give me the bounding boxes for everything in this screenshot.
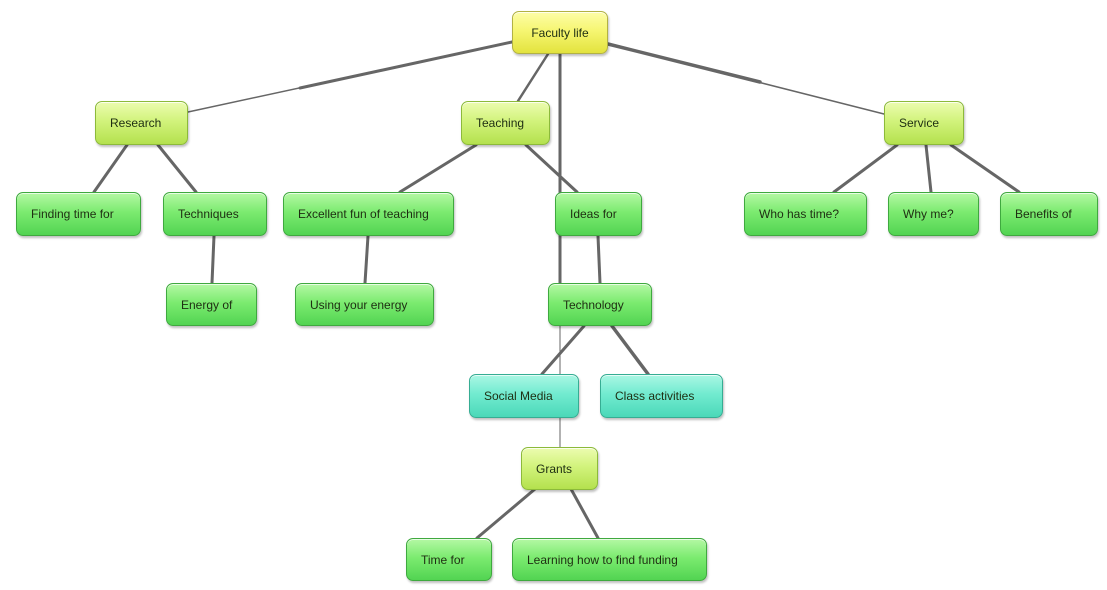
node-ideas-for[interactable]: Ideas for [555, 192, 642, 236]
connector-technology-social-media [540, 324, 586, 376]
node-faculty-life[interactable]: Faculty life [512, 11, 608, 54]
node-social-media[interactable]: Social Media [469, 374, 579, 418]
node-excellent-fun-of-teaching[interactable]: Excellent fun of teaching [283, 192, 454, 236]
node-benefits-of[interactable]: Benefits of [1000, 192, 1098, 236]
node-technology[interactable]: Technology [548, 283, 652, 326]
connector-grants-learning-how [569, 487, 600, 540]
connector-excellent-fun-using-your-energy [363, 234, 370, 285]
node-finding-time-for[interactable]: Finding time for [16, 192, 141, 236]
node-techniques[interactable]: Techniques [163, 192, 267, 236]
connector-faculty-life-service [606, 42, 762, 84]
connector-teaching-excellent-fun [398, 143, 478, 194]
connector-faculty-life-research [298, 40, 514, 90]
connector-techniques-energy-of [210, 234, 216, 285]
node-why-me[interactable]: Why me? [888, 192, 979, 236]
node-class-activities[interactable]: Class activities [600, 374, 723, 418]
connector-research-finding-time-for [92, 143, 129, 194]
node-using-your-energy[interactable]: Using your energy [295, 283, 434, 326]
node-grants[interactable]: Grants [521, 447, 598, 490]
connector-research-techniques [156, 143, 198, 194]
node-service[interactable]: Service [884, 101, 964, 145]
connector-teaching-ideas-for [524, 143, 579, 194]
node-energy-of[interactable]: Energy of [166, 283, 257, 326]
connector-faculty-life-teaching [516, 52, 550, 103]
connector-technology-class-activities [610, 324, 650, 376]
node-teaching[interactable]: Teaching [461, 101, 550, 145]
node-learning-how-to-find-funding[interactable]: Learning how to find funding [512, 538, 707, 581]
connector-service-who-has-time [832, 143, 899, 194]
connector-ideas-for-technology [596, 234, 602, 285]
node-research[interactable]: Research [95, 101, 188, 145]
connector-grants-time-for [475, 487, 537, 540]
connector-service-benefits-of [949, 143, 1021, 194]
connector-service-why-me [924, 143, 933, 194]
node-time-for[interactable]: Time for [406, 538, 492, 581]
node-who-has-time[interactable]: Who has time? [744, 192, 867, 236]
